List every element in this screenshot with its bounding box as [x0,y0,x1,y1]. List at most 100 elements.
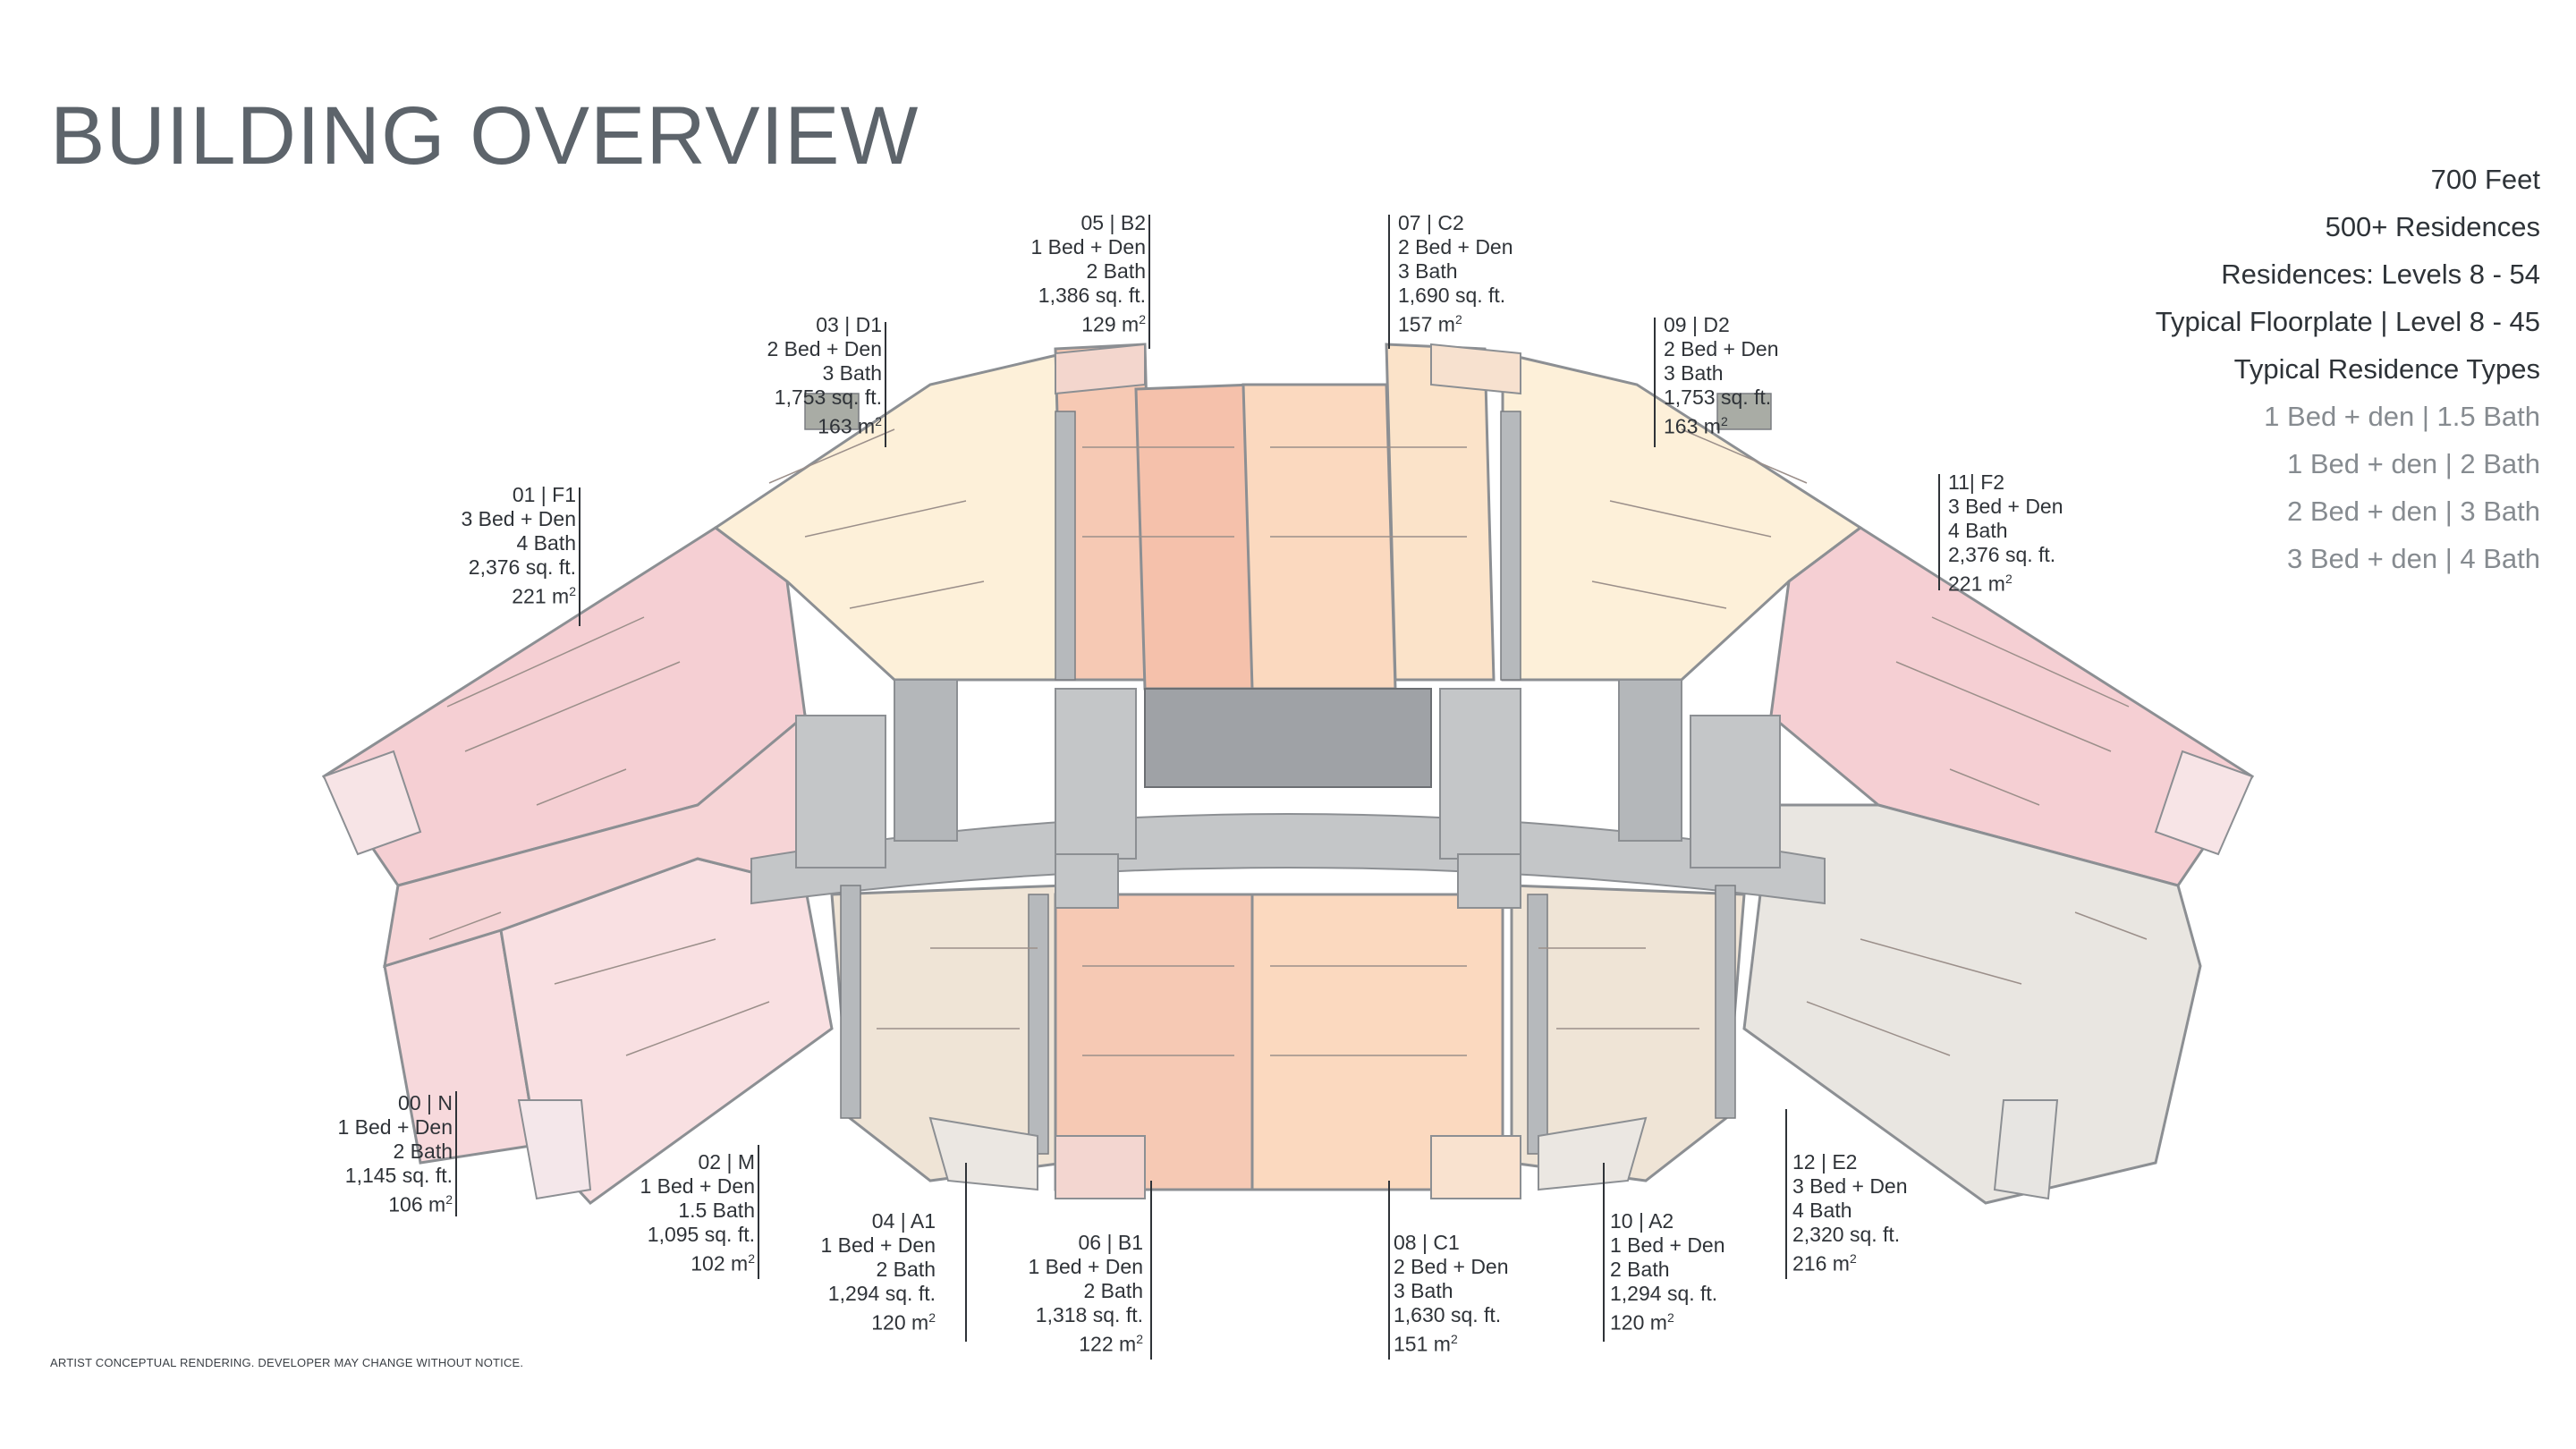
stat-residences: 500+ Residences [2325,211,2540,242]
unit-sqm: 157 m2 [1398,312,1462,336]
unit-baths: 2 Bath [1610,1258,1670,1281]
unit-label-11-f2: 11| F2 3 Bed + Den 4 Bath 2,376 sq. ft. … [1948,470,2063,597]
unit-baths: 3 Bath [1664,361,1724,385]
building-core [750,679,1826,909]
unit-beds: 2 Bed + Den [767,337,882,360]
page-title: BUILDING OVERVIEW [50,90,919,182]
unit-label-02-m: 02 | M 1 Bed + Den 1.5 Bath 1,095 sq. ft… [640,1150,755,1276]
unit-label-01-f1: 01 | F1 3 Bed + Den 4 Bath 2,376 sq. ft.… [461,483,576,609]
unit-beds: 3 Bed + Den [1948,495,2063,518]
structural-walls [804,393,1772,1155]
unit-id: 08 | C1 [1394,1231,1460,1254]
stat-floorplate: Typical Floorplate | Level 8 - 45 [2155,306,2540,337]
unit-id: 10 | A2 [1610,1209,1674,1233]
unit-baths: 2 Bath [1086,259,1147,283]
unit-sqm: 221 m2 [1948,572,2012,596]
building-stats: 700 Feet 500+ Residences Residences: Lev… [2156,156,2540,582]
label-leader-lines [455,215,1940,1360]
unit-sqm: 106 m2 [388,1192,453,1216]
unit-id: 12 | E2 [1792,1150,1858,1174]
unit-label-10-a2: 10 | A2 1 Bed + Den 2 Bath 1,294 sq. ft.… [1610,1209,1725,1335]
unit-baths: 2 Bath [393,1140,453,1163]
unit-10-a2-plan [1510,884,1746,1182]
unit-label-08-c1: 08 | C1 2 Bed + Den 3 Bath 1,630 sq. ft.… [1394,1231,1509,1357]
unit-12-e2-plan [1742,803,2202,1205]
residence-type-item: 1 Bed + den | 1.5 Bath [2264,401,2540,432]
unit-beds: 1 Bed + Den [1610,1233,1725,1257]
unit-sqm: 163 m2 [818,414,882,438]
unit-id: 01 | F1 [512,483,576,506]
unit-sqm: 102 m2 [691,1251,755,1275]
unit-sqm: 120 m2 [1610,1310,1674,1335]
unit-label-05-b2: 05 | B2 1 Bed + Den 2 Bath 1,386 sq. ft.… [1030,211,1146,337]
unit-baths: 3 Bath [1394,1279,1453,1302]
unit-id: 05 | B2 [1080,211,1146,234]
stat-levels: Residences: Levels 8 - 54 [2221,258,2540,290]
unit-baths: 3 Bath [822,361,883,385]
unit-beds: 2 Bed + Den [1394,1255,1509,1278]
unit-07-c2-plan [1241,343,1496,691]
unit-sqm: 129 m2 [1081,312,1146,336]
unit-sqm: 120 m2 [871,1310,936,1335]
unit-sqft: 2,320 sq. ft. [1792,1223,1901,1246]
unit-sqft: 1,294 sq. ft. [1610,1282,1718,1305]
unit-sqm: 216 m2 [1792,1251,1857,1275]
unit-beds: 2 Bed + Den [1664,337,1779,360]
unit-sqft: 1,386 sq. ft. [1038,284,1146,307]
unit-label-00-n: 00 | N 1 Bed + Den 2 Bath 1,145 sq. ft. … [337,1091,453,1217]
unit-label-03-d1: 03 | D1 2 Bed + Den 3 Bath 1,753 sq. ft.… [767,313,882,439]
unit-id: 07 | C2 [1398,211,1464,234]
unit-05-b2-plan [1054,343,1254,691]
unit-beds: 1 Bed + Den [1028,1255,1143,1278]
unit-beds: 2 Bed + Den [1398,235,1513,258]
stat-types-heading: Typical Residence Types [2233,353,2540,385]
unit-sqft: 1,690 sq. ft. [1398,284,1506,307]
unit-sqft: 1,145 sq. ft. [344,1164,453,1187]
unit-sqft: 1,630 sq. ft. [1394,1303,1502,1326]
unit-id: 09 | D2 [1664,313,1730,336]
unit-beds: 3 Bed + Den [1792,1174,1908,1198]
residence-type-item: 3 Bed + den | 4 Bath [2287,543,2540,574]
residence-type-item: 2 Bed + den | 3 Bath [2287,496,2540,527]
unit-label-07-c2: 07 | C2 2 Bed + Den 3 Bath 1,690 sq. ft.… [1398,211,1513,337]
unit-sqft: 1,294 sq. ft. [827,1282,936,1305]
unit-sqft: 2,376 sq. ft. [1948,543,2056,566]
unit-beds: 1 Bed + Den [1030,235,1146,258]
unit-beds: 1 Bed + Den [820,1233,936,1257]
unit-id: 00 | N [398,1091,453,1114]
unit-sqft: 1,753 sq. ft. [774,386,882,409]
unit-label-09-d2: 09 | D2 2 Bed + Den 3 Bath 1,753 sq. ft.… [1664,313,1779,439]
unit-label-04-a1: 04 | A1 1 Bed + Den 2 Bath 1,294 sq. ft.… [820,1209,936,1335]
unit-label-06-b1: 06 | B1 1 Bed + Den 2 Bath 1,318 sq. ft.… [1028,1231,1143,1357]
unit-baths: 4 Bath [1792,1199,1852,1222]
interior-partitions [428,428,2148,1056]
stat-height: 700 Feet [2430,164,2540,195]
unit-label-12-e2: 12 | E2 3 Bed + Den 4 Bath 2,320 sq. ft.… [1792,1150,1908,1276]
unit-sqft: 1,095 sq. ft. [647,1223,755,1246]
unit-id: 03 | D1 [816,313,882,336]
unit-sqm: 163 m2 [1664,414,1728,438]
residence-type-item: 1 Bed + den | 2 Bath [2287,448,2540,479]
unit-id: 06 | B1 [1078,1231,1143,1254]
unit-sqm: 151 m2 [1394,1332,1458,1356]
unit-sqft: 1,318 sq. ft. [1035,1303,1143,1326]
unit-baths: 1.5 Bath [678,1199,755,1222]
unit-sqm: 122 m2 [1079,1332,1143,1356]
unit-id: 11| F2 [1948,470,2005,494]
unit-id: 02 | M [698,1150,756,1174]
unit-id: 04 | A1 [871,1209,936,1233]
unit-beds: 1 Bed + Den [337,1115,453,1139]
unit-beds: 1 Bed + Den [640,1174,755,1198]
unit-sqm: 221 m2 [512,584,576,608]
unit-baths: 3 Bath [1398,259,1458,283]
disclaimer-text: ARTIST CONCEPTUAL RENDERING. DEVELOPER M… [50,1356,524,1369]
unit-baths: 2 Bath [1083,1279,1144,1302]
unit-baths: 4 Bath [516,531,577,555]
unit-baths: 4 Bath [1948,519,2008,542]
unit-sqft: 2,376 sq. ft. [468,555,576,579]
unit-sqft: 1,753 sq. ft. [1664,386,1772,409]
unit-beds: 3 Bed + Den [461,507,576,530]
balconies [322,343,2254,1200]
unit-baths: 2 Bath [876,1258,936,1281]
